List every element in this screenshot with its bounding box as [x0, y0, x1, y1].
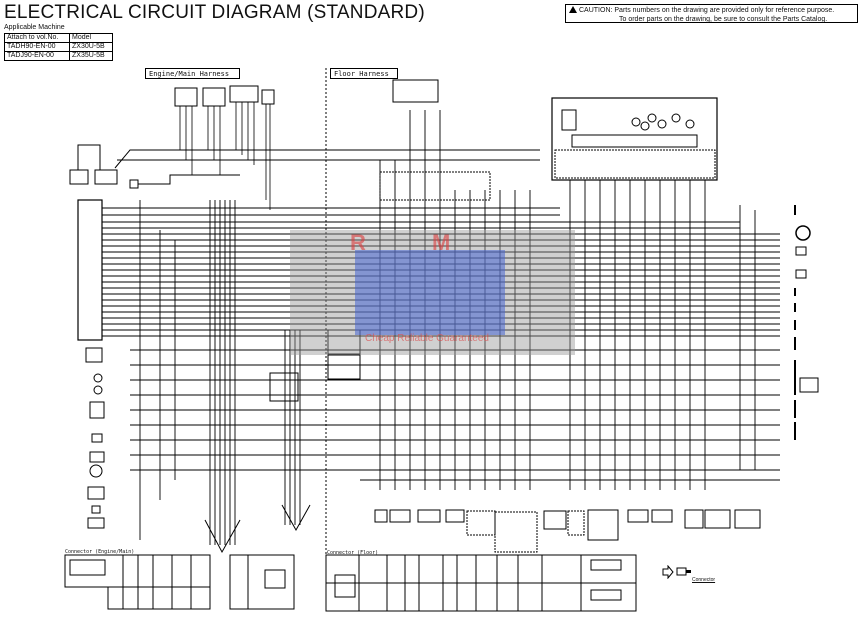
component-symbol	[91, 505, 101, 514]
component-symbol	[466, 510, 496, 536]
component-symbol	[543, 510, 567, 530]
component-symbol	[87, 517, 105, 529]
monitor-connector-block	[554, 149, 716, 179]
connector-symbol	[174, 87, 198, 107]
monitor-unit	[551, 97, 718, 181]
table-cell: ZX35U-5B	[69, 51, 113, 61]
switch-block	[379, 171, 491, 201]
connector-symbol	[334, 574, 356, 598]
relay-symbol	[327, 354, 361, 380]
component-symbol	[93, 373, 103, 383]
connector-symbol	[590, 589, 622, 601]
controller-block	[77, 199, 103, 341]
component-symbol	[417, 509, 441, 523]
component-symbol	[651, 509, 673, 523]
component-symbol	[494, 511, 538, 553]
sensor-symbol	[795, 269, 807, 279]
component-symbol	[269, 372, 299, 402]
warning-triangle-icon	[569, 6, 577, 13]
connector-symbol	[202, 87, 226, 107]
watermark-tagline: Cheap Reliable Guaranteed	[365, 333, 489, 344]
connector-symbol	[261, 89, 275, 105]
connector-table	[107, 586, 211, 610]
floor-harness-label: Floor Harness	[330, 68, 398, 79]
connector-legend-label: Connector	[692, 577, 716, 583]
wire	[77, 144, 101, 170]
harness-bundle	[204, 519, 241, 554]
watermark: R M Cheap Reliable Guaranteed	[290, 230, 575, 355]
arrow-connector-icon	[662, 564, 691, 580]
sensor-symbol	[795, 246, 807, 256]
component-symbol	[567, 510, 585, 536]
component-symbol	[684, 509, 704, 529]
component-symbol	[93, 385, 103, 395]
connector-symbol	[590, 559, 622, 571]
applicable-machine-table: Attach to vol.No. Model TADH90-EN-00 ZX3…	[4, 33, 113, 61]
component-symbol	[85, 347, 103, 363]
caution-line-1: CAUTION: Parts numbers on the drawing ar…	[579, 7, 835, 14]
table-row: TADJ90-EN-00 ZX35U-5B	[4, 51, 113, 61]
diagram-title: ELECTRICAL CIRCUIT DIAGRAM (STANDARD)	[4, 2, 425, 23]
harness-bundle	[281, 504, 311, 532]
component-symbol	[89, 401, 105, 419]
connector-engine-main-label: Connector (Engine/Main)	[65, 549, 135, 555]
caution-box: CAUTION: Parts numbers on the drawing ar…	[565, 4, 858, 23]
component-symbol	[87, 486, 105, 500]
component-symbol	[89, 464, 103, 478]
wire-bus	[139, 110, 756, 545]
component-symbol	[445, 509, 465, 523]
component-symbol	[389, 509, 411, 523]
component-symbol	[89, 451, 105, 463]
connector-symbol	[392, 79, 439, 103]
connector-floor-label: Connector (Floor)	[327, 550, 379, 556]
connector-symbol	[229, 85, 259, 103]
relay-symbol	[327, 329, 361, 355]
lcd-symbol	[561, 109, 577, 131]
component-symbol	[91, 433, 103, 443]
cpu-block	[571, 134, 698, 148]
relay-symbol	[129, 179, 139, 189]
engine-main-harness-label: Engine/Main Harness	[145, 68, 240, 79]
component-symbol	[704, 509, 731, 529]
wire	[114, 149, 240, 169]
component-symbol	[587, 509, 619, 541]
component-symbol	[734, 509, 761, 529]
caution-line-2: To order parts on the drawing, be sure t…	[619, 15, 828, 23]
component-symbol	[627, 509, 649, 523]
watermark-logo	[355, 250, 505, 335]
component-symbol	[374, 509, 388, 523]
connector-symbol	[69, 559, 106, 576]
wire	[138, 174, 240, 185]
connector-table	[229, 554, 295, 610]
applicable-machine-label: Applicable Machine	[4, 24, 65, 31]
connector-legend: Connector	[662, 564, 715, 584]
battery-symbol	[69, 169, 89, 185]
connector-symbol	[799, 377, 819, 393]
connector-symbol	[264, 569, 286, 589]
gauge-symbol	[795, 225, 811, 241]
starter-symbol	[94, 169, 118, 185]
